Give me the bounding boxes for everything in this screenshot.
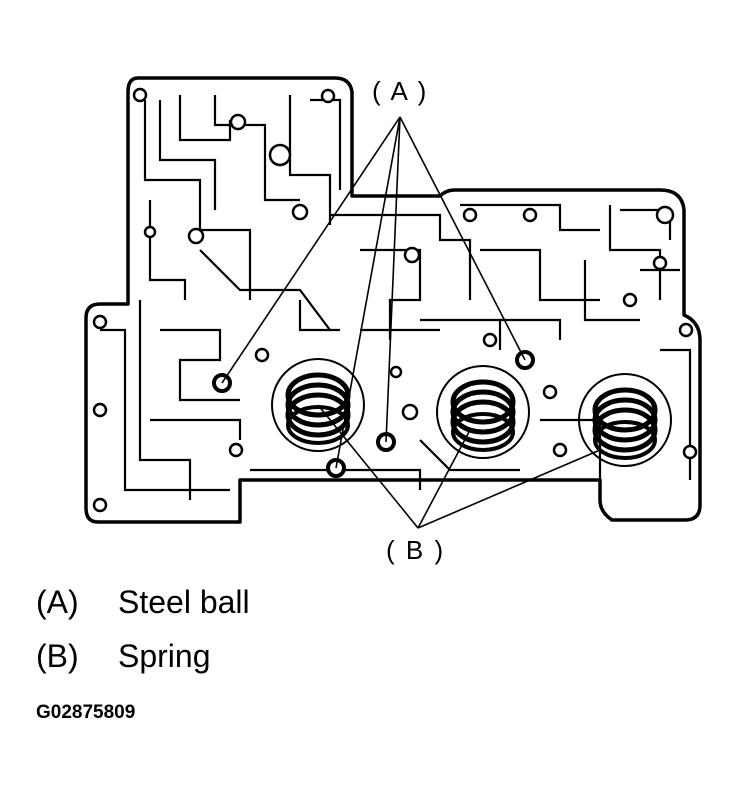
valve-body-diagram: [84, 76, 702, 529]
callout-b-label: ( B ): [386, 535, 446, 565]
legend-key: (B): [36, 638, 79, 674]
legend-key: (A): [36, 584, 79, 620]
valve-body-outline: [84, 76, 702, 524]
leader-lines-a: [221, 116, 526, 469]
callout-a-label: ( A ): [372, 76, 429, 106]
legend-row-spring: (B) Spring: [36, 638, 211, 675]
spring-right: [578, 373, 672, 467]
spring-left: [271, 358, 365, 452]
legend-row-steel-ball: (A) Steel ball: [36, 584, 250, 621]
legend-label: Spring: [118, 638, 211, 674]
figure-id: G02875809: [36, 702, 136, 723]
bolt-holes: [92, 87, 698, 513]
spring-middle: [436, 365, 530, 459]
leader-lines-b: [317, 404, 601, 529]
legend-label: Steel ball: [118, 584, 250, 620]
